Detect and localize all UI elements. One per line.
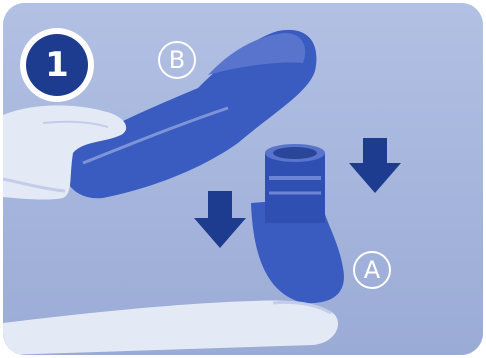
part-a-label: A (353, 251, 391, 289)
illustration-frame: 1 B A (3, 3, 483, 355)
step-number: 1 (26, 34, 88, 96)
part-b-label: B (158, 41, 196, 79)
step-number-badge: 1 (20, 28, 94, 102)
